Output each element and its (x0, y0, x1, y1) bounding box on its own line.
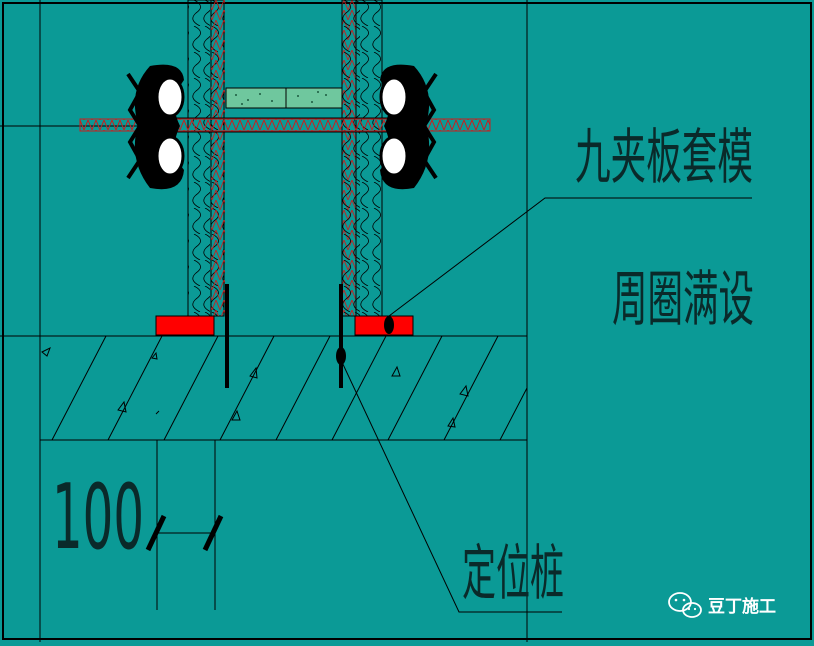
right-formwork-panel (341, 0, 383, 317)
dimension-tick-right (202, 514, 224, 552)
concrete-slab (51, 335, 528, 441)
left-clamp (126, 64, 185, 190)
formwork-leader-line (388, 197, 752, 317)
watermark: 豆丁施工 (668, 592, 776, 618)
right-base-strip (354, 315, 414, 336)
dimension-label: 100 (52, 465, 144, 570)
positioning-pile-label: 定位桩 (462, 539, 564, 609)
aggregate-marks (41, 346, 469, 428)
left-base-strip (155, 315, 215, 336)
grid-lines (0, 0, 528, 642)
left-formwork-panel (187, 0, 225, 317)
strip-marker (384, 316, 394, 334)
dimension-tick-left (145, 514, 167, 552)
wechat-icon (668, 592, 702, 618)
formwork-label-line1: 九夹板套模 (575, 123, 753, 193)
watermark-text: 豆丁施工 (708, 596, 776, 617)
spacer-block (225, 87, 343, 109)
formwork-label-line2: 周圈满设 (612, 265, 754, 335)
right-clamp (379, 64, 438, 190)
pile-marker (336, 347, 346, 365)
pile-leader-line (340, 359, 562, 613)
